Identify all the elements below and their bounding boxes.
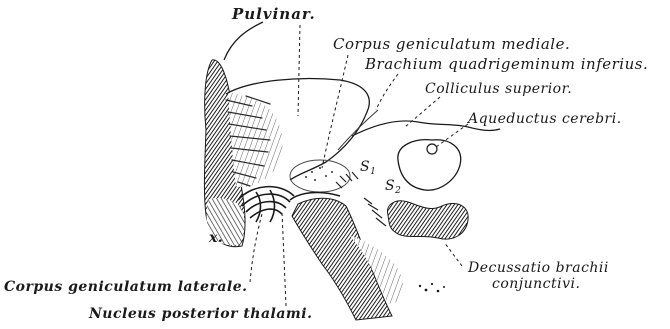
corpus-geniculatum-laterale-layers — [238, 187, 294, 222]
scattered-dots — [419, 283, 445, 292]
leader-line-pulvinar — [298, 25, 300, 116]
leader-line-brachium-quadrigeminum-inferius — [376, 74, 398, 110]
label-s2-subscript: 2 — [395, 186, 401, 196]
medial-geniculate-stipple — [305, 167, 333, 181]
label-pulvinar: Pulvinar. — [232, 7, 316, 22]
label-aqueductus-cerebri: Aqueductus cerebri. — [468, 112, 622, 126]
label-nucleus-posterior-thalami: Nucleus posterior thalami. — [89, 307, 312, 321]
label-colliculus-superior: Colliculus superior. — [425, 82, 572, 96]
label-s1-letter: S — [360, 159, 370, 175]
aqueductus-cerebri-lumen — [427, 144, 437, 154]
leader-line-nucleus-posterior-thalami — [282, 212, 286, 306]
decussatio-brachii-conjunctivi-region — [387, 201, 468, 239]
s1-fibres — [336, 172, 358, 188]
aqueduct-outline — [398, 140, 461, 191]
s2-fibres — [364, 198, 386, 226]
leader-line-decussatio — [444, 242, 462, 266]
label-decussatio-line-2: conjunctivi. — [492, 277, 580, 291]
label-decussatio-line-1: Decussatio brachii — [468, 261, 609, 275]
pulvinar-upper-outline — [224, 22, 263, 60]
label-corpus-geniculatum-laterale: Corpus geniculatum laterale. — [4, 280, 248, 294]
label-s2: S2 — [385, 179, 401, 196]
label-s2-letter: S — [385, 178, 395, 194]
leader-line-corpus-geniculatum-laterale — [250, 214, 262, 282]
label-brachium-quadrigeminum-inferius: Brachium quadrigeminum inferius. — [365, 57, 648, 72]
label-corpus-geniculatum-mediale: Corpus geniculatum mediale. — [333, 37, 570, 52]
leader-line-corpus-geniculatum-mediale — [322, 55, 348, 168]
label-s1-subscript: 1 — [370, 167, 376, 177]
label-s1: S1 — [360, 160, 376, 177]
label-x: x. — [209, 231, 223, 245]
